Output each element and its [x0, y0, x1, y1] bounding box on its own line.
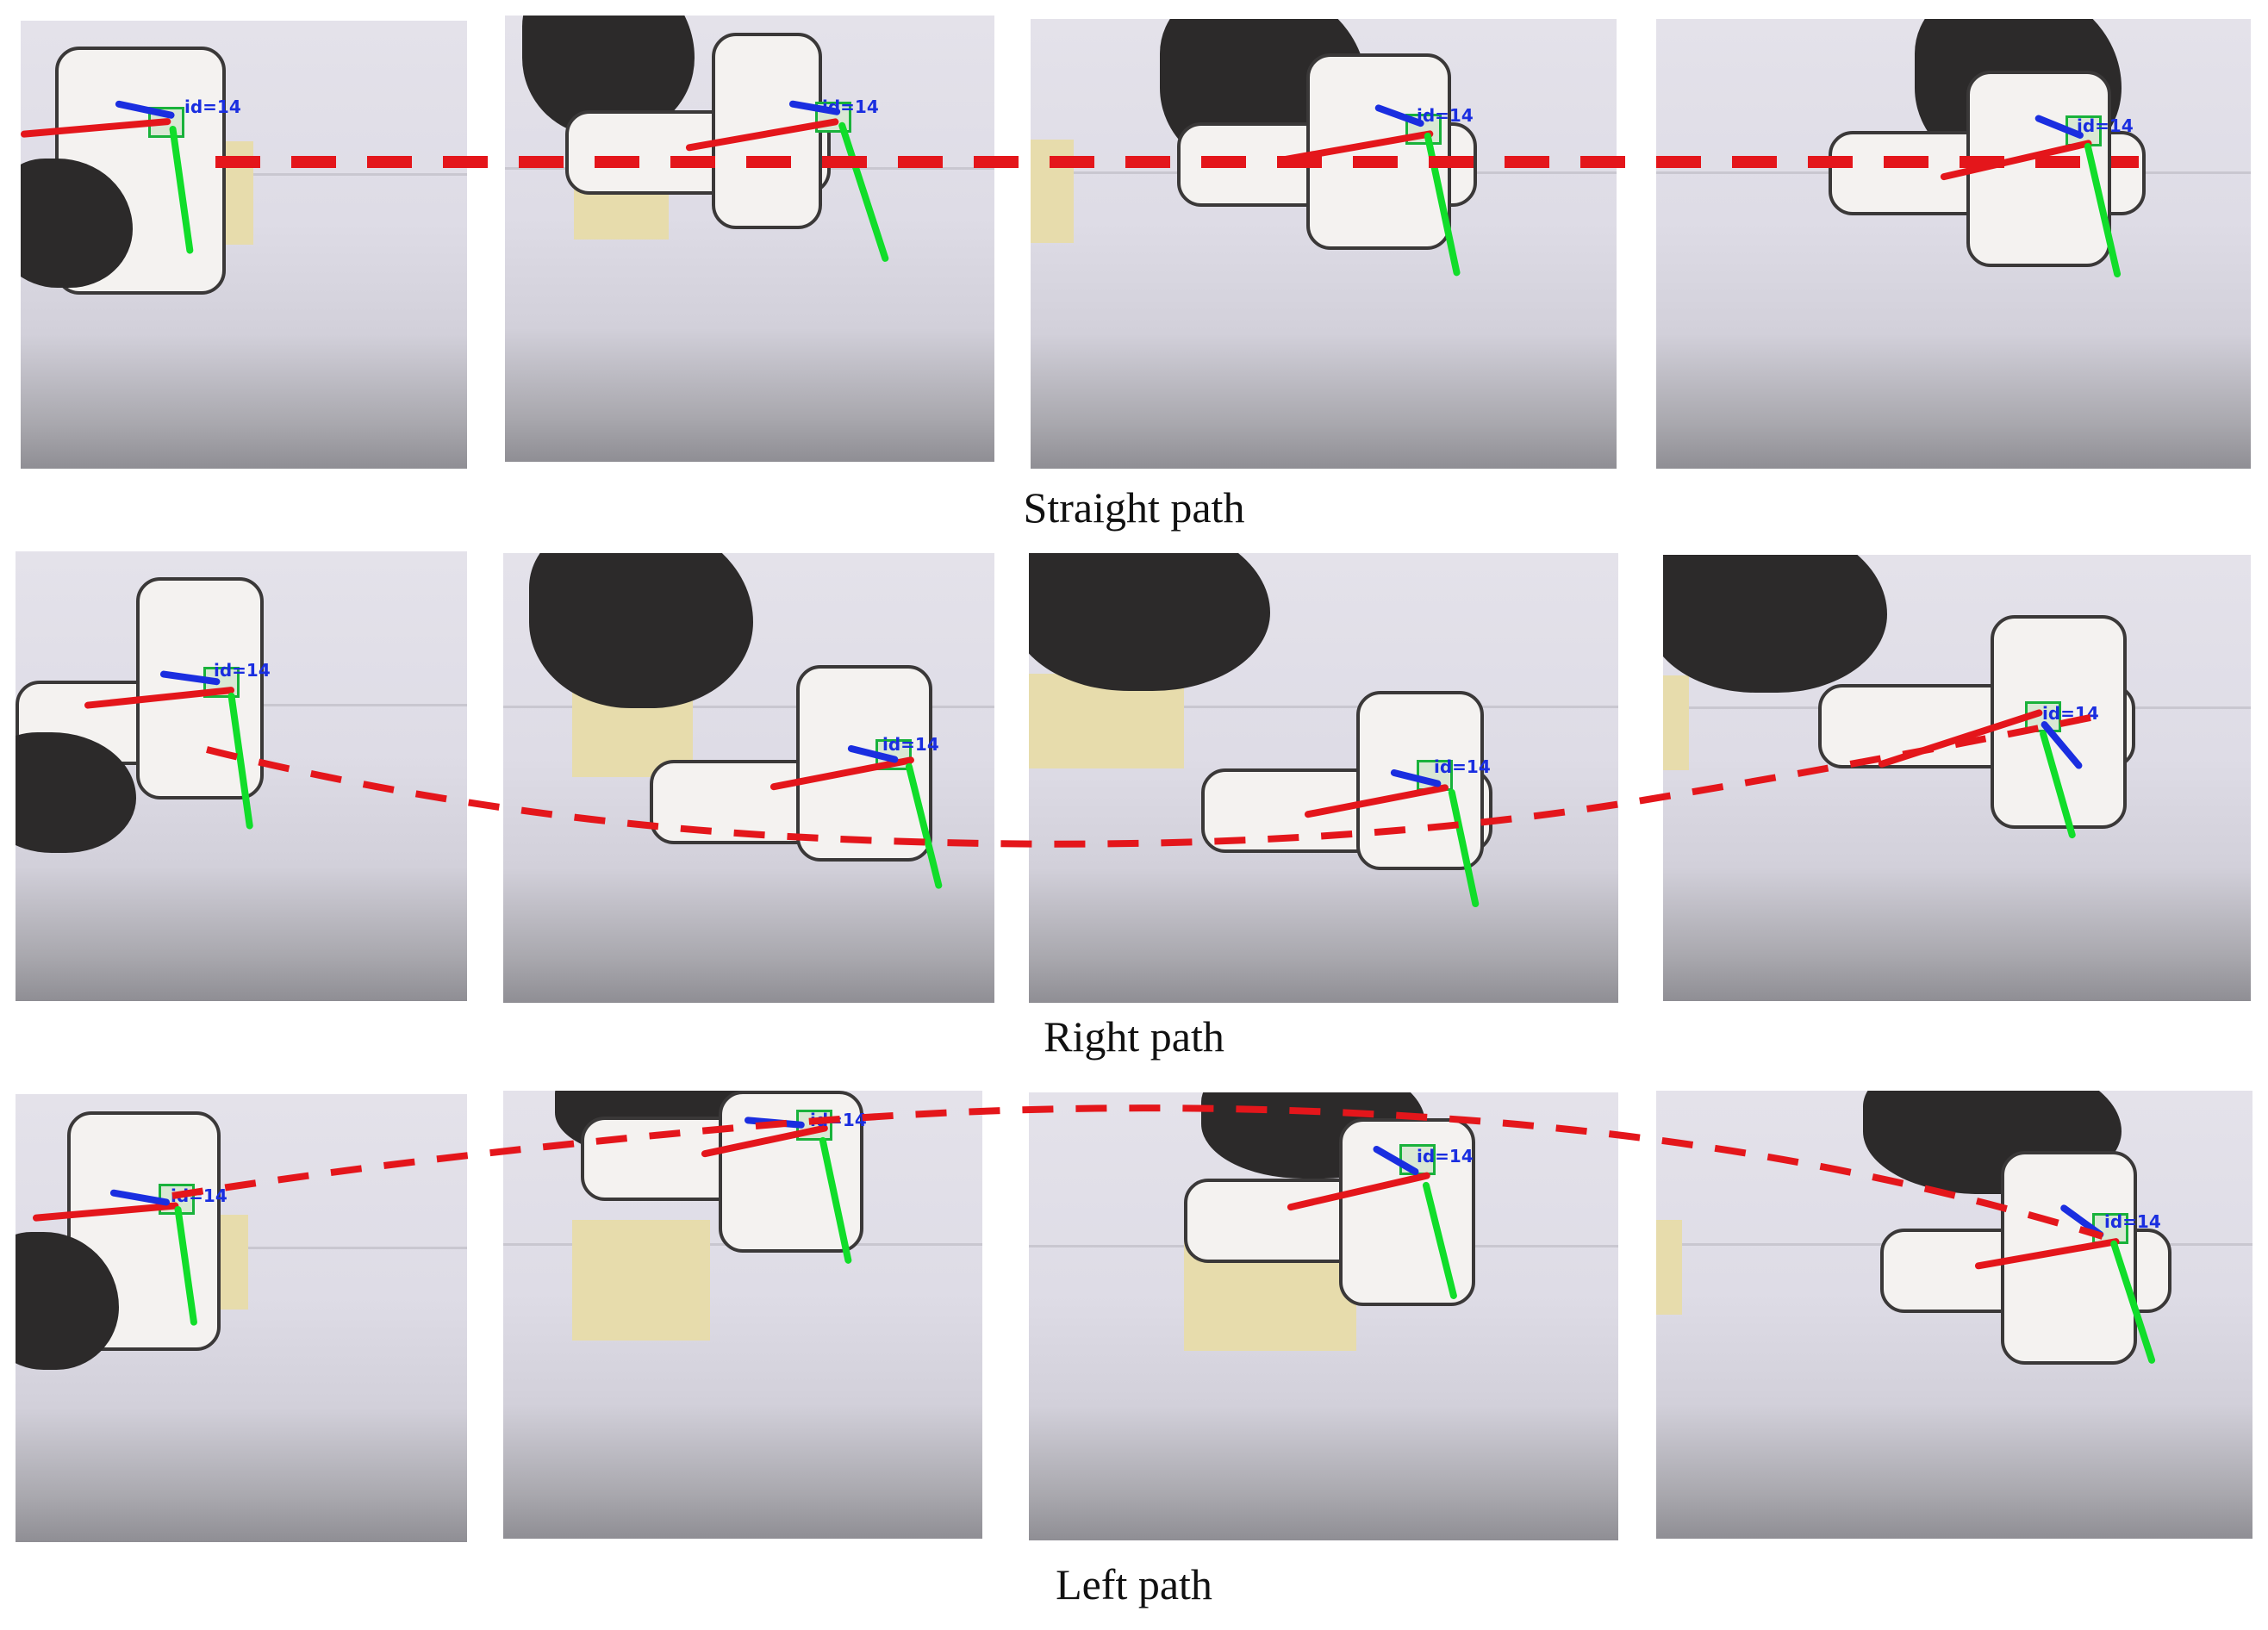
left-frame-1: id=14 [16, 1094, 467, 1542]
straight-frame-2: id=14 [505, 16, 994, 462]
right-frame-3: id=14 [1029, 553, 1618, 1003]
marker-id-label: id=14 [214, 660, 271, 681]
left-path-caption: Left path [1056, 1560, 1212, 1608]
right-frame-2: id=14 [503, 553, 994, 1003]
left-trajectory [171, 1104, 2104, 1240]
marker-id-label: id=14 [1417, 1146, 1474, 1167]
marker-id-label: id=14 [2077, 115, 2134, 136]
straight-path-caption: Straight path [1023, 483, 1245, 532]
left-path-row: id=14 id=14 id=14 id=14 [0, 1068, 2268, 1551]
right-trajectory [206, 712, 2103, 848]
right-path-caption: Right path [1044, 1012, 1224, 1061]
marker-id-label: id=14 [1417, 105, 1474, 126]
marker-id-label: id=14 [184, 96, 241, 117]
straight-frame-4: id=14 [1656, 19, 2251, 469]
marker-id-label: id=14 [882, 734, 939, 755]
left-frame-2: id=14 [503, 1091, 982, 1539]
marker-id-label: id=14 [2104, 1211, 2161, 1232]
left-frame-4: id=14 [1656, 1091, 2252, 1539]
marker-id-label: id=14 [1434, 756, 1491, 777]
marker-id-label: id=14 [822, 96, 879, 117]
straight-frame-1: id=14 [21, 21, 467, 469]
straight-path-row: id=14 id=14 id=14 id=14 [0, 0, 2268, 534]
